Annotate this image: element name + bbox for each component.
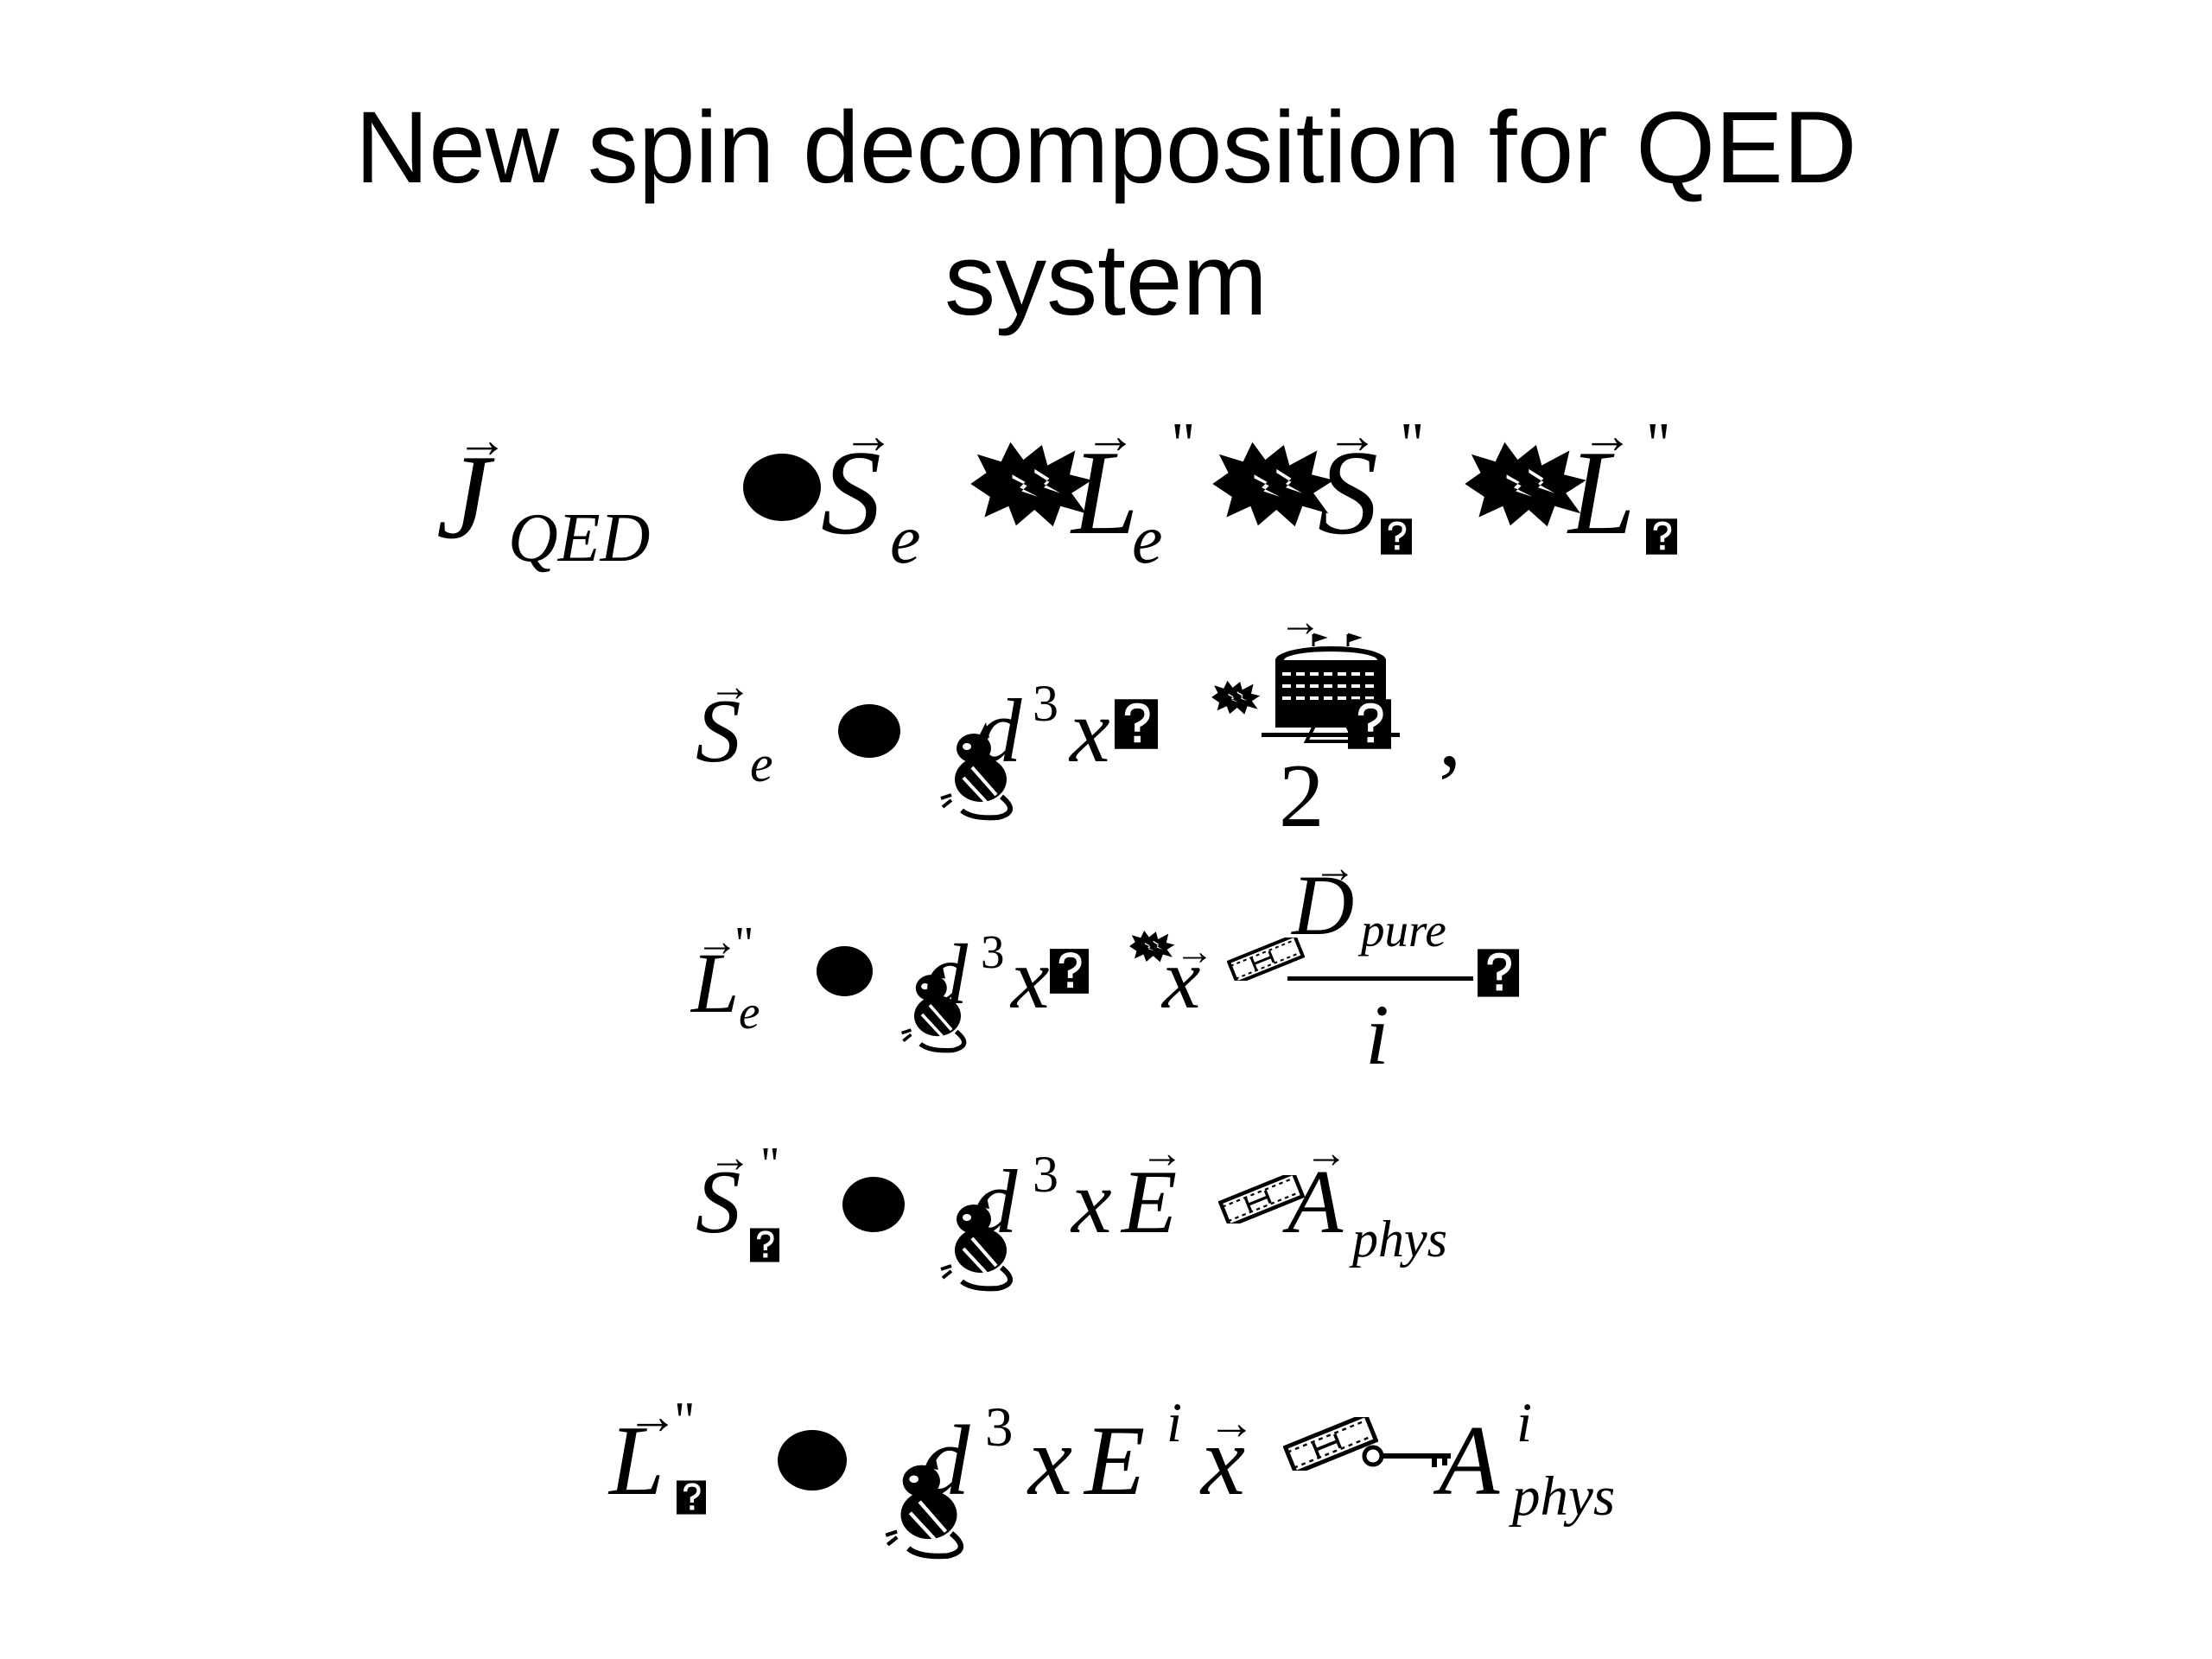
eq2-denominator: 2	[1279, 745, 1325, 846]
eq2-lhs-sub: e	[750, 735, 773, 792]
eq5-field: E	[1084, 1406, 1146, 1516]
equals-dot-icon	[743, 454, 821, 521]
vector-arrow-icon: →	[696, 917, 739, 965]
eq4-field: E	[1122, 1151, 1178, 1252]
eq3-lhs-mark: "	[734, 917, 754, 969]
eq1-lhs-sub: QED	[508, 500, 651, 576]
eq5-power: 3	[985, 1396, 1014, 1459]
eq3-power: 3	[981, 925, 1005, 978]
eq1-term3-mark: "	[1400, 411, 1425, 478]
missing-glyph-box-icon	[677, 1479, 706, 1516]
vector-arrow-icon: →	[1084, 407, 1136, 464]
eq3-lhs-sub: e	[739, 986, 760, 1039]
slide-title-line1: New spin decomposition for QED	[355, 91, 1857, 205]
vector-arrow-icon: →	[842, 407, 894, 464]
equals-dot-icon	[817, 946, 873, 996]
eq3-numerator-sub: pure	[1361, 904, 1446, 957]
eq5-lhs-mark: "	[674, 1392, 696, 1449]
eq3-x-vec: x	[1162, 931, 1201, 1027]
vector-arrow-icon: →	[1208, 1396, 1255, 1449]
vector-arrow-icon: →	[1581, 407, 1633, 464]
vector-arrow-icon: →	[709, 662, 752, 710]
eq2-comma: ,	[1439, 684, 1462, 785]
eq4-potential-sub: phys	[1352, 1211, 1447, 1268]
eq1-term4: L	[1568, 426, 1636, 560]
eq3-var: x	[1011, 931, 1050, 1027]
equals-dot-icon	[778, 1430, 847, 1491]
vector-arrow-icon: →	[1326, 407, 1378, 464]
eq3-lhs: L	[691, 935, 740, 1031]
slide-title: New spin decomposition for QED system	[0, 82, 2212, 346]
eq1-term1: S	[821, 426, 881, 560]
vector-arrow-icon: →	[1175, 930, 1214, 973]
fraction-bar	[1262, 733, 1400, 737]
eq1-term4-mark: "	[1646, 411, 1671, 478]
eq2-var: x	[1070, 680, 1110, 781]
eq4-var: x	[1071, 1151, 1112, 1252]
equals-dot-icon	[838, 704, 900, 758]
vector-arrow-icon: →	[709, 1133, 752, 1181]
eq1-term1-sub: e	[890, 502, 921, 578]
eq5-potential: A	[1439, 1406, 1500, 1516]
eq1-term2-mark: "	[1171, 411, 1196, 478]
eq5-integrand: d	[920, 1406, 970, 1516]
eq1-term2-sub: e	[1132, 502, 1163, 578]
fraction-bar	[1287, 976, 1473, 981]
eq5-potential-sub: phys	[1512, 1465, 1616, 1528]
eq5-potential-sup: i	[1516, 1392, 1533, 1454]
eq1-lhs: J	[436, 430, 491, 564]
eq1-term3: S	[1318, 426, 1378, 560]
eq5-var: x	[1028, 1406, 1073, 1516]
eq5-field-sup: i	[1166, 1392, 1183, 1454]
eq2-integrand: d	[976, 680, 1022, 781]
vector-arrow-icon: →	[626, 1388, 678, 1445]
vector-arrow-icon: →	[1305, 1128, 1348, 1177]
eq4-potential: A	[1287, 1151, 1344, 1252]
eq4-integrand: d	[972, 1151, 1018, 1252]
eq4-lhs-mark: "	[760, 1137, 780, 1190]
eq5-lhs: L	[609, 1406, 664, 1516]
eq2-power: 3	[1033, 675, 1058, 732]
eq3-numerator: D	[1292, 857, 1355, 953]
eq4-power: 3	[1033, 1146, 1058, 1203]
vector-arrow-icon: →	[1141, 1128, 1184, 1177]
eq5-x-vec: x	[1201, 1406, 1246, 1516]
vector-arrow-icon: →	[1313, 843, 1357, 892]
eq3-integrand: d	[925, 926, 968, 1022]
eq2-lhs: S	[696, 680, 741, 781]
eq4-lhs: S	[696, 1151, 741, 1252]
eq3-denominator: i	[1365, 987, 1389, 1083]
eq1-term2: L	[1071, 426, 1139, 560]
equals-dot-icon	[842, 1177, 905, 1232]
slide-title-line2: system	[944, 223, 1268, 337]
vector-arrow-icon: →	[456, 411, 508, 468]
